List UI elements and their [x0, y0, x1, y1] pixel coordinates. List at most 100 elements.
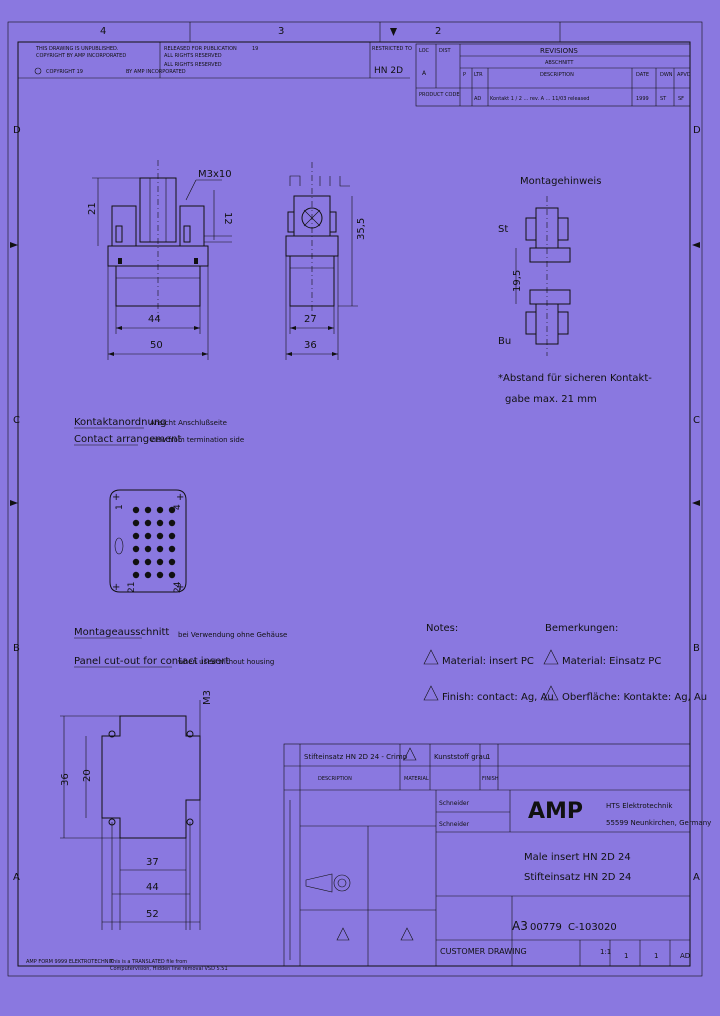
dim-36-cutout: 36	[60, 773, 71, 786]
pc-sub-de: bei Verwendung ohne Gehäuse	[178, 631, 287, 639]
side-view: 35,5 27 36	[285, 162, 367, 360]
header-block: THIS DRAWING IS UNPUBLISHED. COPYRIGHT B…	[18, 42, 412, 79]
contact-pin	[132, 545, 140, 553]
scale: 1:1	[600, 948, 611, 956]
title-de: Stifteinsatz HN 2D 24	[524, 872, 631, 883]
revisions-sub: ABSCHNITT	[545, 60, 574, 66]
svg-text:+: +	[112, 582, 120, 593]
svg-text:+: +	[176, 582, 184, 593]
notes-title-en: Notes:	[426, 623, 458, 634]
mounting-hint-view: Montagehinweis 19,5 St Bu *Abstand für s…	[498, 176, 652, 405]
zone-left-b: B	[13, 643, 20, 654]
copyright: COPYRIGHT 19	[46, 69, 83, 75]
year: 19	[252, 46, 258, 52]
contact-arrangement: Kontaktanordnung Contact arrangement Ans…	[74, 417, 244, 593]
montage-note-2: gabe max. 21 mm	[505, 394, 597, 405]
dim-36: 36	[304, 340, 317, 351]
pin-label-4: 4	[173, 504, 183, 510]
label-bu: Bu	[498, 336, 511, 347]
pin-label-21: 21	[127, 582, 137, 593]
contact-pin	[144, 532, 152, 540]
contact-pin	[156, 506, 164, 514]
dim-35-5: 35,5	[356, 218, 367, 240]
amp-inc: BY AMP INCORPORATED	[126, 69, 186, 75]
rev-col-p: P	[463, 72, 466, 78]
amp-logo: AMP	[528, 799, 583, 824]
part-qty: 1	[486, 753, 490, 761]
contact-pin	[168, 545, 176, 553]
restricted-1: RESTRICTED TO	[372, 46, 412, 52]
rev-row-date: 1999	[636, 96, 649, 102]
company-2: 55599 Neunkirchen, Germany	[606, 819, 711, 827]
dim-44: 44	[148, 314, 161, 325]
contact-pin	[156, 532, 164, 540]
contact-pin	[156, 558, 164, 566]
dim-20: 20	[82, 769, 93, 782]
contact-pin-grid	[132, 506, 176, 579]
rev-row-desc: Kontakt 1 / 2 ... rev. A ... 11/03 relea…	[490, 96, 589, 102]
zone-left-a: A	[13, 872, 20, 883]
dim-m3x10: M3x10	[198, 169, 232, 180]
contact-pin	[168, 532, 176, 540]
contact-pin	[132, 519, 140, 527]
col-material: MATERIAL	[404, 776, 429, 782]
footer-translated: This is a TRANSLATED file from	[109, 959, 187, 965]
contact-pin	[156, 545, 164, 553]
projection-cone	[305, 873, 333, 893]
contact-pin	[132, 506, 140, 514]
contact-pin	[144, 571, 152, 579]
notice-1: THIS DRAWING IS UNPUBLISHED.	[35, 46, 119, 52]
loc-value: A	[422, 70, 427, 77]
dim-12: 12	[222, 212, 233, 225]
title-block: Stifteinsatz HN 2D 24 - Crimp Kunststoff…	[283, 743, 711, 967]
zone-right-d: D	[693, 125, 701, 136]
montage-title: Montagehinweis	[520, 176, 601, 187]
contact-pin	[156, 571, 164, 579]
notes-title-de: Bemerkungen:	[545, 623, 618, 634]
note-en-1: Material: insert PC	[442, 656, 534, 667]
note-de-2: Oberfläche: Kontakte: Ag, Au	[562, 692, 707, 703]
projection-circle	[333, 874, 351, 892]
rev-row-apvd: SF	[678, 96, 684, 102]
zone-top-3: 3	[278, 26, 284, 37]
rights: ALL RIGHTS RESERVED	[164, 62, 222, 68]
dim-19-5: 19,5	[512, 270, 523, 292]
released-1: RELEASED FOR PUBLICATION	[164, 46, 237, 52]
contact-pin	[168, 558, 176, 566]
zone-top-2: 2	[435, 26, 441, 37]
dim-21: 21	[87, 202, 98, 215]
drawing-number: C-103020	[568, 922, 617, 933]
contact-pin	[132, 558, 140, 566]
dist-label: DIST	[439, 48, 451, 54]
rev-col-apvd: APVD	[677, 72, 691, 78]
customer-drawing: CUSTOMER DRAWING	[440, 947, 527, 956]
part-desc: Stifteinsatz HN 2D 24 - Crimp	[304, 753, 408, 761]
contact-pin	[168, 571, 176, 579]
rev-col-desc: DESCRIPTION	[540, 72, 574, 78]
dim-m3: M3	[202, 690, 213, 705]
ca-title-de: Kontaktanordnung	[74, 417, 167, 428]
pc-title-de: Montageausschnitt	[74, 627, 169, 638]
zone-top-4: 4	[100, 26, 106, 37]
contact-pin	[144, 545, 152, 553]
outer-border	[7, 21, 703, 977]
contact-pin	[144, 506, 152, 514]
montage-note-1: *Abstand für sicheren Kontakt-	[498, 373, 652, 384]
product-code: PRODUCT CODE	[419, 92, 460, 98]
hn2d-label: HN 2D	[374, 66, 403, 76]
drawn-by: Schneider	[439, 800, 470, 807]
note-en-2: Finish: contact: Ag, Au	[442, 692, 554, 703]
revision-block: LOC DIST A PRODUCT CODE REVISIONS ABSCHN…	[415, 43, 691, 107]
rev-col-dwn: DWN	[660, 72, 673, 78]
rev-row-p: AD	[474, 96, 481, 102]
notes-block: Notes: Bemerkungen: Material: insert PC …	[423, 623, 707, 703]
footer-form: AMP FORM 9999 ELEKTROTECHNIK	[26, 959, 114, 965]
contact-pin	[132, 571, 140, 579]
pc-title-en: Panel cut-out for contact insert	[74, 656, 229, 667]
rev-row-dwn: ST	[660, 96, 667, 102]
rev-col-date: DATE	[636, 72, 649, 78]
zone-right-b: B	[693, 643, 700, 654]
pin-label-1: 1	[115, 504, 125, 510]
revisions-title: REVISIONS	[540, 47, 578, 55]
